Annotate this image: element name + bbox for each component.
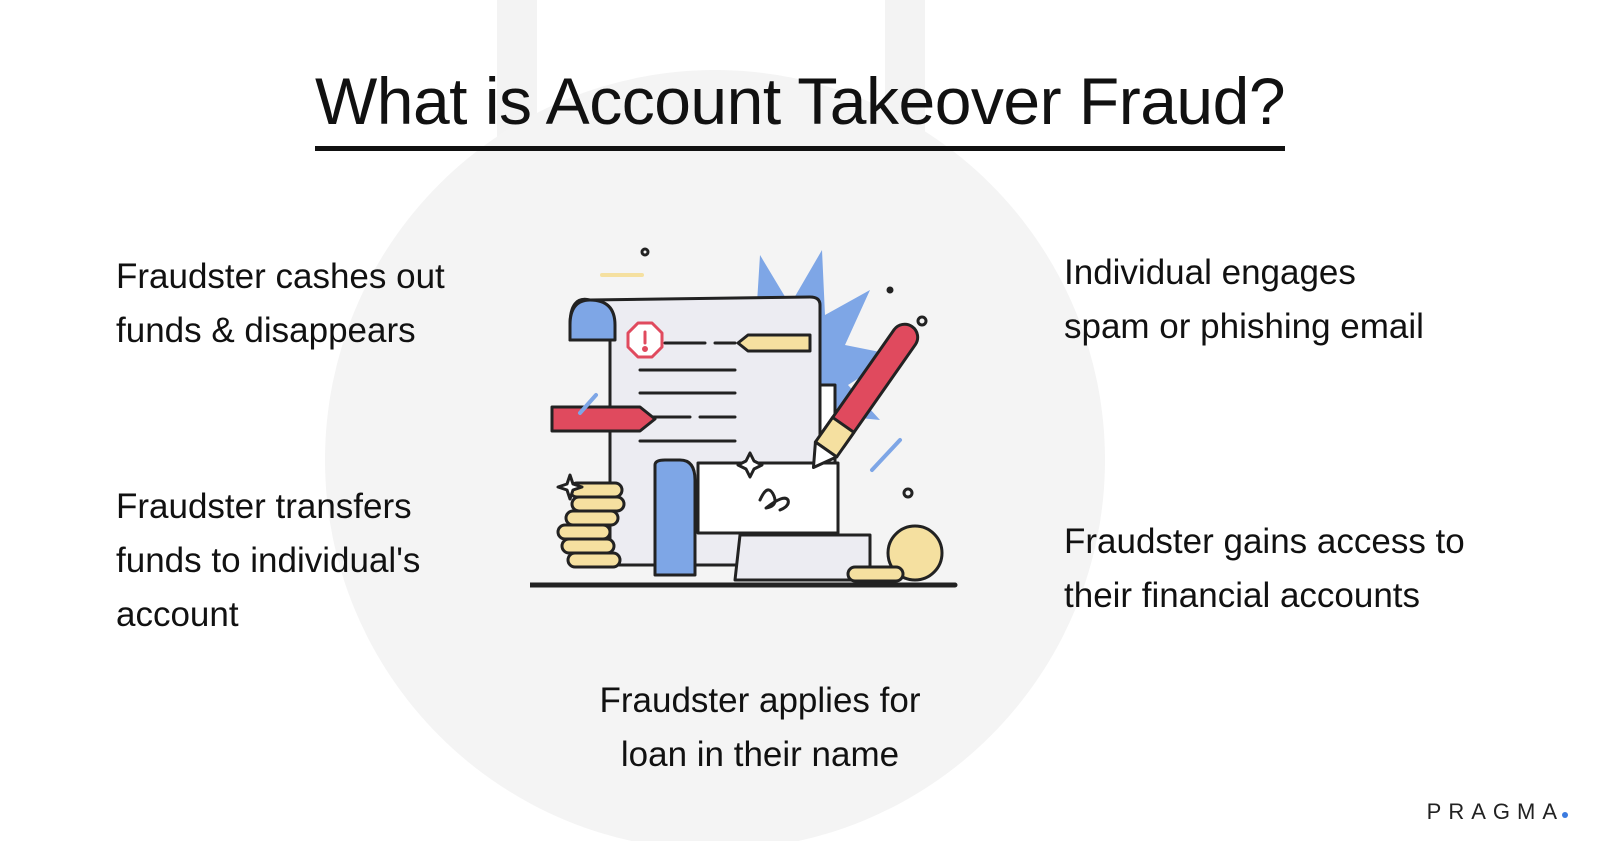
step-line: Fraudster cashes out [116, 257, 445, 296]
brand-dot-icon [1562, 812, 1568, 818]
brand-name: PRAGMA [1426, 799, 1564, 824]
step-line: Fraudster transfers [116, 487, 412, 526]
document-signing-icon [530, 247, 958, 588]
step-gain-access: Fraudster gains access to their financia… [1064, 515, 1465, 623]
step-line: funds to individual's [116, 541, 421, 580]
step-line: Fraudster gains access to [1064, 522, 1465, 561]
step-line: funds & disappears [116, 311, 416, 350]
pragma-logo: PRAGMA [1427, 799, 1568, 825]
step-line: loan in their name [620, 735, 900, 774]
step-line: their financial accounts [1064, 576, 1421, 615]
step-line: spam or phishing email [1064, 307, 1424, 346]
step-line: Individual engages [1064, 253, 1356, 292]
step-line: Fraudster applies for [599, 681, 921, 720]
step-cash-out: Fraudster cashes out funds & disappears [116, 250, 445, 358]
page-title: What is Account Takeover Fraud? [314, 64, 1286, 151]
step-apply-loan: Fraudster applies for loan in their name [560, 674, 960, 782]
step-phishing-email: Individual engages spam or phishing emai… [1064, 246, 1424, 354]
step-transfer-funds: Fraudster transfers funds to individual'… [116, 480, 420, 642]
step-line: account [116, 595, 239, 634]
